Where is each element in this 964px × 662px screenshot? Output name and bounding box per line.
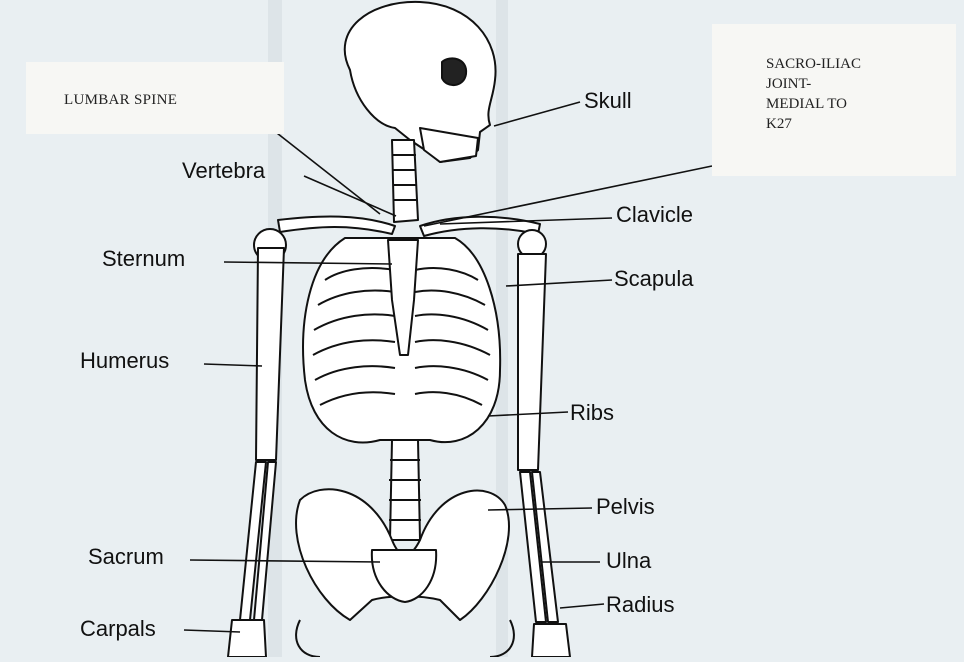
carpals-right [532, 624, 570, 657]
label-pelvis: Pelvis [596, 496, 655, 518]
label-sternum: Sternum [102, 248, 185, 270]
leader-vertebra [304, 176, 396, 216]
humerus-right [518, 254, 546, 470]
label-scapula: Scapula [614, 268, 694, 290]
note-left-text: LUMBAR SPINE [64, 92, 177, 109]
label-skull: Skull [584, 90, 632, 112]
label-carpals: Carpals [80, 618, 156, 640]
label-clavicle: Clavicle [616, 204, 693, 226]
cervical-spine [392, 140, 418, 222]
leader-humerus [204, 364, 262, 366]
label-ribs: Ribs [570, 402, 614, 424]
note-right-line-2: JOINT- [766, 74, 811, 94]
note-lumbar-spine: LUMBAR SPINE [26, 62, 284, 134]
leader-radius [560, 604, 604, 608]
label-humerus: Humerus [80, 350, 169, 372]
leader-lumbar-note [268, 126, 380, 214]
label-ulna: Ulna [606, 550, 651, 572]
lumbar-spine [390, 440, 420, 540]
label-radius: Radius [606, 594, 674, 616]
label-sacrum: Sacrum [88, 546, 164, 568]
note-right-line-1: SACRO-ILIAC [766, 54, 861, 74]
clavicle-left [278, 216, 395, 234]
note-right-line-3: MEDIAL TO [766, 94, 847, 114]
skull-eye-socket [442, 58, 466, 85]
note-right-line-4: K27 [766, 114, 792, 134]
carpals-left [228, 620, 266, 657]
note-sacro-iliac: SACRO-ILIAC JOINT- MEDIAL TO K27 [712, 24, 956, 176]
label-vertebra: Vertebra [182, 160, 265, 182]
